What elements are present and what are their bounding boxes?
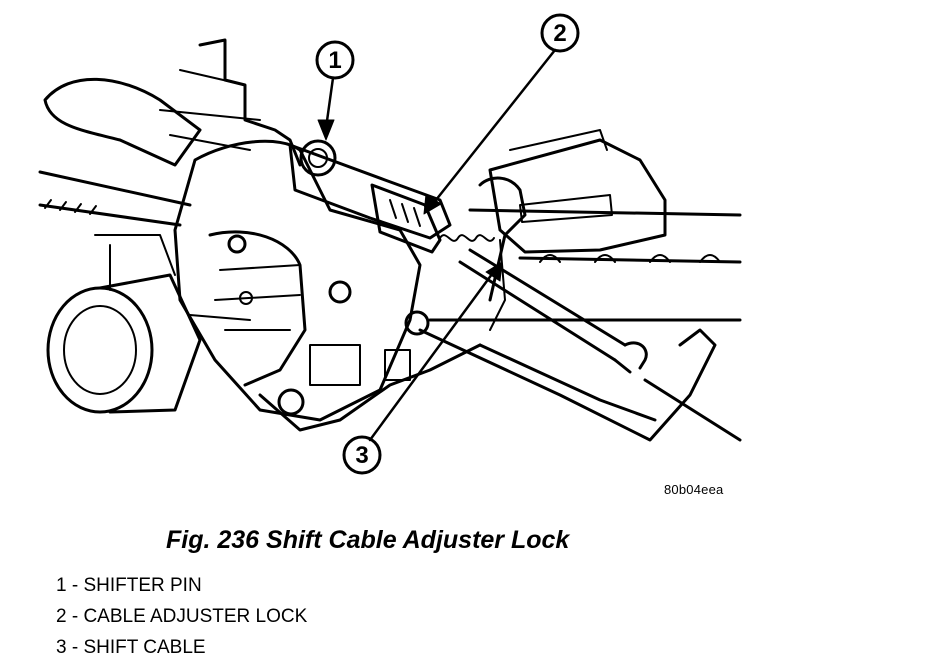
legend-item: 3 - SHIFT CABLE bbox=[56, 637, 206, 658]
callout-3-circle bbox=[342, 435, 382, 475]
shifter-pin-arm bbox=[288, 143, 452, 240]
callout-2-circle bbox=[540, 13, 580, 53]
callout-1-label: 1 bbox=[328, 47, 341, 74]
shift-lever bbox=[43, 77, 202, 167]
cable-adjuster-lock bbox=[370, 183, 442, 254]
lever-pivot-bracket bbox=[198, 38, 302, 167]
legend: 1 - SHIFTER PIN 2 - CABLE ADJUSTER LOCK … bbox=[56, 570, 307, 663]
cable-channel bbox=[418, 328, 717, 442]
callout-3-leader bbox=[368, 268, 497, 442]
legend-item: 2 - CABLE ADJUSTER LOCK bbox=[56, 606, 308, 627]
pivot-bolt-left bbox=[227, 234, 247, 254]
figure-caption: Fig. 236 Shift Cable Adjuster Lock bbox=[166, 526, 570, 554]
column-tube-detail bbox=[539, 254, 721, 263]
lower-bracket bbox=[258, 343, 482, 432]
adjuster-spring bbox=[439, 234, 495, 242]
mount-bolt-right bbox=[404, 310, 430, 336]
callout-3-label: 3 bbox=[355, 442, 368, 469]
shifter-pin bbox=[299, 139, 337, 177]
legend-item: 1 - SHIFTER PIN bbox=[56, 575, 202, 596]
shifter-mechanism-body bbox=[173, 139, 422, 422]
left-rod bbox=[38, 170, 192, 227]
shift-cable-adjuster-illustration: 1 2 3 bbox=[38, 13, 742, 475]
shift-cable bbox=[458, 248, 627, 362]
gate-plate bbox=[208, 230, 307, 387]
callout-2-leader bbox=[430, 48, 557, 207]
mount-ear bbox=[478, 176, 527, 302]
mount-bolt-lower bbox=[277, 388, 305, 416]
column-tube-outline bbox=[428, 208, 742, 322]
mount-bolt-center bbox=[328, 280, 352, 304]
image-code: 80b04eea bbox=[664, 482, 724, 497]
callout-2-label: 2 bbox=[553, 20, 566, 47]
callout-1-circle bbox=[315, 40, 355, 80]
upper-housing bbox=[488, 138, 667, 254]
